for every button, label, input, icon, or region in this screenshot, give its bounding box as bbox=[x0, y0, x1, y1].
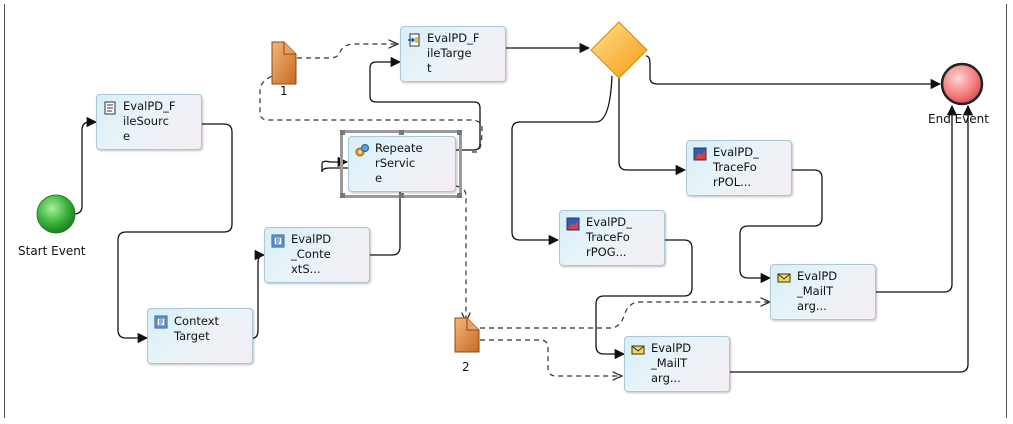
mail-envelope-icon bbox=[631, 345, 645, 355]
trace-chart-icon bbox=[693, 147, 707, 161]
task-label: EvalPD _MailT arg... bbox=[797, 269, 838, 313]
flow-repeater-to-filetarget bbox=[369, 56, 481, 151]
selection-frame bbox=[340, 130, 462, 198]
flow-filesource-to-contexttarget bbox=[117, 123, 233, 344]
task-tracepog[interactable]: EvalPD_ TraceFo rPOG... bbox=[559, 210, 665, 266]
task-mail2[interactable]: EvalPD _MailT arg... bbox=[624, 336, 730, 392]
flow-gateway-to-tracepog bbox=[511, 75, 613, 246]
flow-mail1-to-end bbox=[876, 104, 958, 293]
mail-envelope-icon bbox=[777, 273, 791, 283]
assoc-doc2-to-mail2 bbox=[480, 339, 622, 376]
task-label: EvalPD _MailT arg... bbox=[651, 341, 692, 385]
doc2-label: 2 bbox=[462, 360, 470, 374]
document-icon bbox=[104, 101, 116, 115]
flow-gateway-to-tracepol bbox=[618, 78, 687, 176]
task-label: EvalPD_ TraceFo rPOG... bbox=[586, 215, 632, 259]
task-contexttarget[interactable]: Context Target bbox=[147, 308, 253, 364]
doc1-shape bbox=[271, 41, 297, 85]
doc2-shape bbox=[454, 317, 480, 353]
task-label: Context Target bbox=[174, 314, 220, 343]
task-tracepol[interactable]: EvalPD_ TraceFo rPOL... bbox=[686, 140, 792, 196]
task-label: EvalPD_ TraceFo rPOL... bbox=[713, 145, 759, 189]
start-event-circle bbox=[36, 194, 76, 234]
task-repeater[interactable]: Repeate rServic e bbox=[348, 136, 456, 192]
assoc-doc1-to-filetarget bbox=[297, 44, 398, 59]
flow-tracepol-to-mail1 bbox=[739, 169, 823, 284]
task-label: EvalPD_F ileSourc e bbox=[123, 99, 176, 143]
assoc-doc2-to-mail1 bbox=[480, 302, 770, 329]
task-filesource[interactable]: EvalPD_F ileSourc e bbox=[96, 94, 202, 150]
end-event-label: End Event bbox=[928, 112, 989, 126]
end-event-circle bbox=[940, 62, 984, 106]
flow-start-to-filesource bbox=[73, 116, 98, 215]
assoc-repeater-to-doc1 bbox=[259, 72, 483, 153]
flow-tracepog-to-mail2 bbox=[595, 239, 693, 360]
task-label: Repeate rServic e bbox=[375, 141, 423, 185]
task-filetarget[interactable]: EvalPD_F ileTarge t bbox=[400, 26, 506, 82]
task-mail1[interactable]: EvalPD _MailT arg... bbox=[770, 264, 876, 320]
service-gear-icon bbox=[355, 144, 369, 157]
trace-chart-icon bbox=[566, 217, 580, 231]
context-icon bbox=[271, 234, 285, 248]
task-contexts[interactable]: EvalPD _Conte xtS... bbox=[264, 227, 370, 283]
assoc-repeater-to-doc2 bbox=[455, 185, 466, 322]
flow-contexttarget-to-contexts bbox=[252, 249, 266, 339]
file-import-icon bbox=[408, 33, 420, 47]
flow-gateway-to-end bbox=[645, 55, 942, 90]
task-label: EvalPD_F ileTarge t bbox=[427, 31, 480, 75]
flow-mail2-to-end bbox=[730, 104, 974, 373]
context-icon bbox=[154, 315, 168, 329]
task-label: EvalPD _Conte xtS... bbox=[291, 232, 332, 276]
gateway-diamond bbox=[590, 21, 648, 79]
doc1-label: 1 bbox=[280, 84, 288, 98]
start-event-label: Start Event bbox=[18, 244, 86, 258]
diagram-frame bbox=[4, 4, 1007, 418]
